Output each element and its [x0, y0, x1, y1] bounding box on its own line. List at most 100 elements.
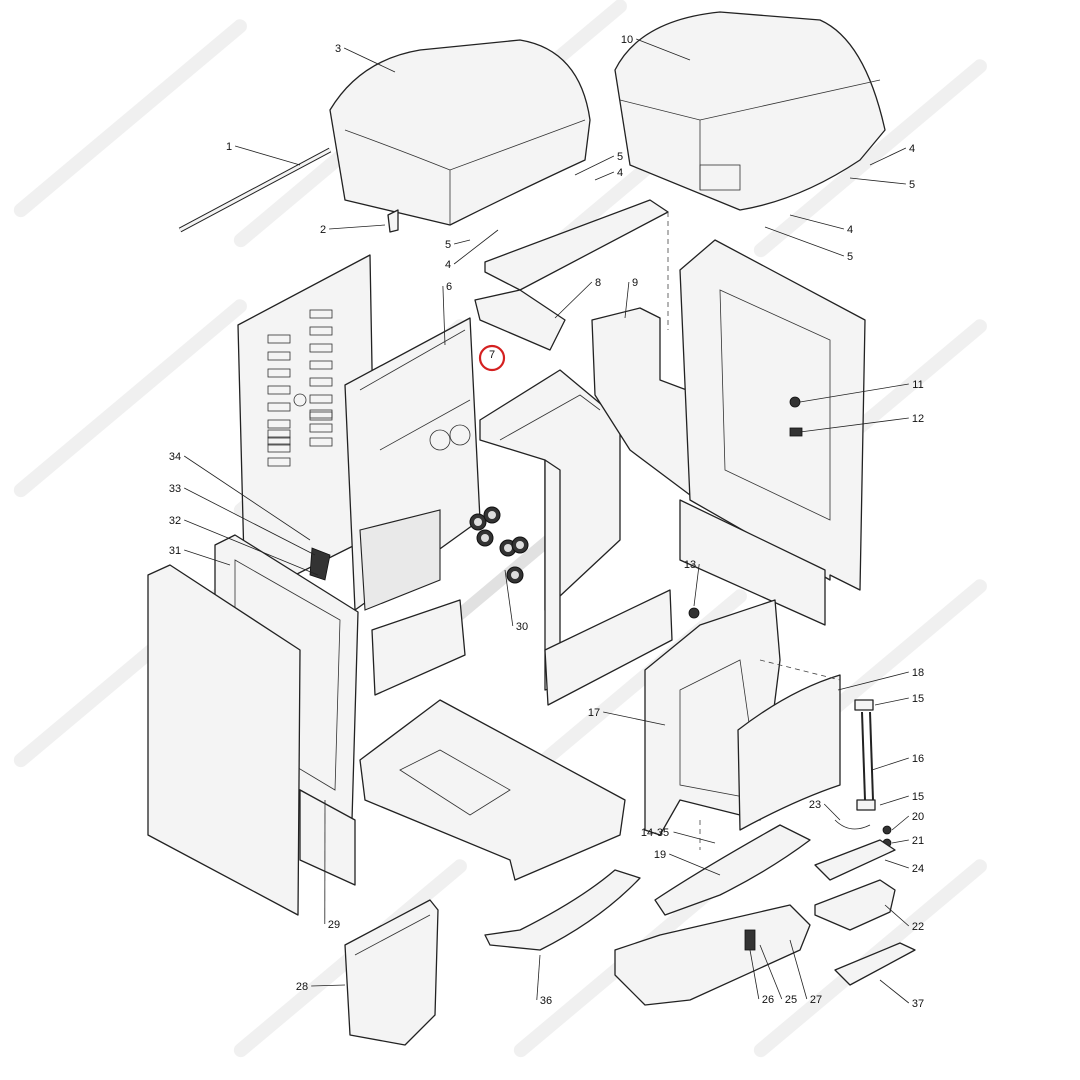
callout-label: 33	[169, 483, 181, 495]
leader-line	[453, 229, 499, 265]
callout-32: 32	[169, 515, 319, 576]
part-19-grille	[654, 824, 811, 916]
leader-line	[574, 155, 615, 176]
part-28-waste-bin	[344, 899, 439, 1046]
callout-6: 6	[442, 281, 452, 346]
leader-line	[891, 815, 910, 831]
callout-label: 11	[912, 379, 923, 391]
callout-26: 26	[749, 949, 774, 1006]
part-29-panel	[299, 789, 356, 886]
callout-label: 29	[328, 919, 340, 931]
callout-label: 4	[617, 167, 623, 179]
part-top-cover-left	[329, 39, 591, 226]
callout-9: 9	[624, 277, 638, 319]
part-shelf	[484, 199, 669, 291]
leader-line	[849, 177, 906, 185]
leader-line	[869, 147, 907, 166]
highlight-circle	[478, 344, 506, 372]
callout-label: 15	[912, 791, 924, 803]
leader-line	[673, 831, 716, 844]
callout-16: 16	[871, 753, 924, 771]
leader-line	[454, 239, 471, 245]
callout-label: 34	[169, 451, 181, 463]
leader-line	[311, 984, 346, 987]
callout-34: 34	[169, 451, 311, 541]
part-15-cap	[854, 699, 874, 711]
leader-line	[442, 285, 446, 346]
leader-line	[693, 563, 700, 607]
callout-1: 1	[226, 141, 301, 166]
callout-label: 5	[909, 179, 915, 191]
leader-line	[789, 214, 845, 230]
leader-line	[749, 949, 760, 1000]
callout-label: 16	[912, 753, 924, 765]
part-bracket	[387, 209, 399, 233]
callout-15: 15	[879, 791, 924, 806]
callout-label: 30	[516, 621, 528, 633]
part-16-rods	[861, 711, 866, 801]
leader-line	[837, 671, 909, 691]
leader-line	[329, 224, 386, 230]
callout-label: 37	[912, 998, 924, 1010]
part-front-strip	[544, 589, 673, 706]
callout-label: 20	[912, 811, 924, 823]
callout-label: 28	[296, 981, 308, 993]
leader-line	[871, 757, 909, 771]
callout-label: 4	[847, 224, 853, 236]
callout-23: 23	[809, 799, 841, 821]
callout-label: 26	[762, 994, 774, 1006]
callout-label: 9	[632, 277, 638, 289]
callout-label: 12	[912, 413, 924, 425]
callout-21: 21	[891, 835, 924, 847]
part-lower-left-panel	[371, 599, 466, 696]
callout-7: 7	[489, 349, 495, 361]
leader-line	[879, 979, 910, 1004]
part-front-door	[147, 564, 301, 916]
part-22-cup	[814, 879, 896, 931]
callout-24: 24	[884, 859, 924, 875]
leader-line	[669, 853, 721, 876]
callout-33: 33	[169, 483, 316, 556]
leader-line	[789, 939, 808, 1000]
leader-line	[636, 38, 691, 61]
part-drip-tray	[614, 904, 811, 1006]
callout-31: 31	[169, 545, 231, 566]
callout-label: 10	[621, 34, 633, 46]
callout-label: 27	[810, 994, 822, 1006]
callout-15: 15	[874, 693, 924, 706]
leader-line	[504, 569, 514, 627]
callout-37: 37	[879, 979, 924, 1010]
callout-11: 11	[799, 379, 924, 403]
leader-line	[536, 954, 541, 1001]
callout-label: 18	[912, 667, 924, 679]
leader-line	[874, 697, 909, 706]
callout-13: 13	[684, 559, 700, 607]
callout-label: 5	[847, 251, 853, 263]
callout-4: 4	[869, 143, 915, 166]
callout-20: 20	[891, 811, 924, 831]
callout-36: 36	[536, 954, 552, 1007]
part-36-grille	[484, 869, 641, 951]
callout-17: 17	[588, 707, 666, 726]
leader-line	[879, 795, 909, 806]
callout-label: 22	[912, 921, 924, 933]
callout-29: 29	[324, 799, 340, 931]
callout-label: 14-35	[641, 827, 669, 839]
part-23-tube	[834, 819, 871, 830]
callout-14-35: 14-35	[641, 827, 716, 844]
callout-4: 4	[789, 214, 853, 236]
part-32-34-latch	[309, 547, 331, 581]
watermark-logo	[13, 299, 247, 498]
callout-30: 30	[504, 569, 528, 633]
callout-label: 8	[595, 277, 601, 289]
leader-line	[183, 455, 311, 541]
callout-label: 31	[169, 545, 181, 557]
part-30-springs	[469, 506, 529, 584]
callout-label: 24	[912, 863, 924, 875]
leader-line	[759, 944, 783, 1000]
leader-line	[891, 839, 909, 844]
callout-label: 17	[588, 707, 600, 719]
leader-line	[184, 487, 316, 556]
